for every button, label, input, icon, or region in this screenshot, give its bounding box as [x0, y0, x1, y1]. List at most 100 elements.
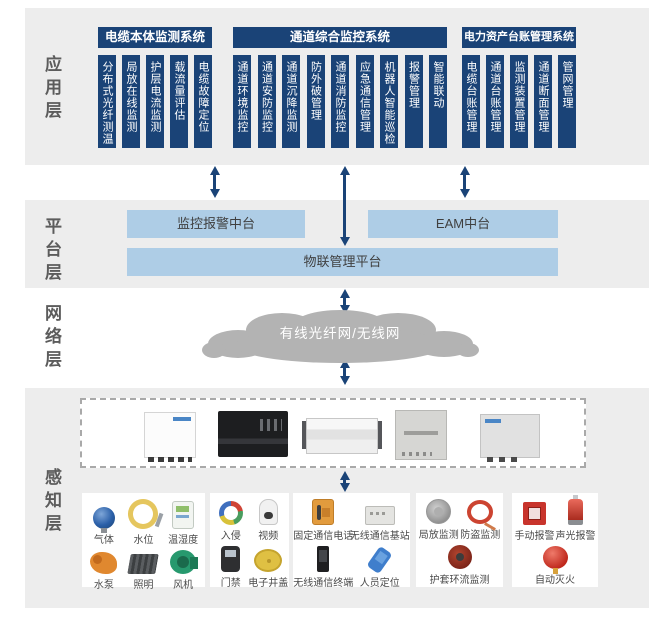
eam-platform-box: EAM中台 [368, 210, 558, 238]
sensor-item: 视频 [250, 499, 288, 542]
arrow-app-platform-left [209, 166, 220, 198]
sensor-item-label: 温湿度 [168, 535, 199, 546]
sensor-item-label: 手动报警 [514, 531, 555, 542]
app-module-label: 护层电流监测 [149, 61, 161, 133]
system-group: 通道综合监控系统通道环境监控通道安防监控通道沉降监测防外破管理通道消防监控应急通… [233, 27, 447, 148]
app-module-label: 电缆故障定位 [197, 61, 209, 133]
intrusion-sensor-icon [218, 501, 243, 525]
arrow-app-platform-center [339, 166, 350, 246]
sensor-item-label: 入侵 [220, 531, 241, 542]
access-control-icon [221, 546, 241, 572]
sensor-item-label: 护套环流监测 [429, 575, 490, 586]
app-module-label: 电缆台账管理 [465, 61, 477, 133]
platform-layer-label: 平台层 [42, 217, 61, 286]
app-module-label: 智能联动 [432, 61, 444, 109]
application-layer-label: 应用层 [42, 55, 61, 124]
system-group: 电缆本体监测系统分布式光纤测温局放在线监测护层电流监测载流量评估电缆故障定位 [98, 27, 212, 148]
app-module-pillar: 智能联动 [429, 55, 447, 148]
app-module-pillar: 机器人智能巡检 [380, 55, 398, 148]
app-module-label: 通道台账管理 [489, 61, 501, 133]
gray-junction-box-icon [395, 410, 447, 460]
network-layer-label: 网络层 [42, 304, 61, 373]
network-cloud-label: 有线光纤网/无线网 [279, 326, 401, 341]
monitoring-alarm-platform-box: 监控报警中台 [127, 210, 305, 238]
sensor-card: 局放监测防盗监测护套环流监测 [416, 493, 503, 587]
anti-theft-monitor-icon [467, 500, 494, 524]
sensor-item: 无线通信基站 [349, 499, 410, 542]
app-module-pillar: 载流量评估 [170, 55, 188, 148]
module-pillars: 通道环境监控通道安防监控通道沉降监测防外破管理通道消防监控应急通信管理机器人智能… [233, 55, 447, 148]
sensor-item: 护套环流监测 [418, 545, 501, 586]
sensor-item-label: 风机 [173, 580, 194, 591]
partial-discharge-monitor-icon [426, 499, 452, 524]
sensor-item-label: 人员定位 [359, 578, 400, 589]
sensor-card: 固定通信电话无线通信基站无线通信终端人员定位 [293, 493, 410, 589]
electronic-manhole-cover-icon [254, 549, 283, 572]
app-module-pillar: 电缆台账管理 [462, 55, 480, 148]
app-module-pillar: 电缆故障定位 [194, 55, 212, 148]
cloud-shape-icon [202, 310, 479, 363]
sensor-item: 局放监测 [418, 499, 460, 541]
sensor-item-label: 门禁 [220, 578, 241, 589]
app-module-pillar: 通道环境监控 [233, 55, 251, 148]
arrow-network-perception [339, 359, 350, 385]
app-module-pillar: 监测装置管理 [510, 55, 528, 148]
sensor-item: 风机 [163, 550, 203, 591]
system-group: 电力资产台账管理系统电缆台账管理通道台账管理监测装置管理通道断面管理管网管理 [462, 27, 576, 148]
network-cloud: 有线光纤网/无线网 [200, 306, 480, 366]
app-module-label: 监测装置管理 [513, 61, 525, 133]
sensor-item: 水位 [124, 495, 164, 546]
white-rack-server-icon [302, 418, 382, 454]
lighting-icon [127, 554, 160, 574]
app-module-pillar: 通道断面管理 [534, 55, 552, 148]
sensor-item: 手动报警 [514, 499, 555, 542]
app-module-label: 应急通信管理 [358, 61, 371, 133]
wireless-terminal-icon [317, 546, 330, 572]
arrow-platform-network [339, 289, 350, 314]
iot-management-platform-box: 物联管理平台 [127, 248, 558, 276]
sensor-item-label: 声光报警 [555, 531, 596, 542]
arrow-devices-sensors [339, 471, 350, 492]
sensor-item-label: 照明 [133, 580, 154, 591]
app-module-pillar: 通道沉降监测 [282, 55, 300, 148]
fixed-phone-icon [312, 499, 335, 525]
app-module-label: 通道安防监控 [260, 61, 273, 133]
sensor-item: 入侵 [212, 499, 250, 542]
app-module-pillar: 局放在线监测 [122, 55, 140, 148]
sensor-item-label: 自动灭火 [535, 575, 575, 586]
app-module-pillar: 应急通信管理 [355, 55, 374, 148]
video-camera-icon [258, 499, 278, 525]
sensor-item-label: 固定通信电话 [293, 531, 354, 542]
app-module-label: 载流量评估 [173, 61, 185, 121]
wireless-base-station-icon [364, 506, 395, 525]
personnel-positioning-icon [366, 545, 393, 575]
arrow-app-platform-right [459, 166, 470, 198]
sensor-item: 声光报警 [555, 495, 596, 542]
app-module-pillar: 通道安防监控 [257, 55, 276, 148]
sensor-card: 手动报警声光报警自动灭火 [512, 493, 598, 587]
sound-light-alarm-icon [568, 495, 583, 525]
app-module-label: 报警管理 [407, 61, 420, 109]
manual-alarm-icon [523, 502, 546, 525]
temp-humidity-sensor-icon [172, 501, 195, 529]
sensor-item-label: 视频 [258, 531, 279, 542]
gas-detector-icon [92, 507, 115, 533]
module-pillars: 电缆台账管理通道台账管理监测装置管理通道断面管理管网管理 [462, 55, 576, 148]
app-module-pillar: 管网管理 [558, 55, 576, 148]
sensor-item: 温湿度 [163, 499, 203, 546]
app-module-pillar: 通道台账管理 [486, 55, 504, 148]
sensor-item-label: 无线通信终端 [293, 578, 354, 589]
sensor-item-label: 无线通信基站 [349, 531, 410, 542]
water-level-sensor-icon [125, 495, 162, 533]
system-group-title: 通道综合监控系统 [233, 27, 447, 48]
sensor-item: 水泵 [84, 550, 124, 591]
water-pump-icon [90, 552, 118, 574]
sensor-item: 照明 [124, 550, 164, 591]
app-module-pillar: 报警管理 [404, 55, 423, 148]
sheath-current-monitor-icon [447, 545, 472, 569]
sensor-item: 电子井盖 [248, 546, 288, 589]
sensor-item-label: 气体 [93, 535, 114, 546]
app-module-pillar: 通道消防监控 [331, 55, 349, 148]
sensor-card: 气体水位温湿度水泵照明 风机 [82, 493, 205, 591]
